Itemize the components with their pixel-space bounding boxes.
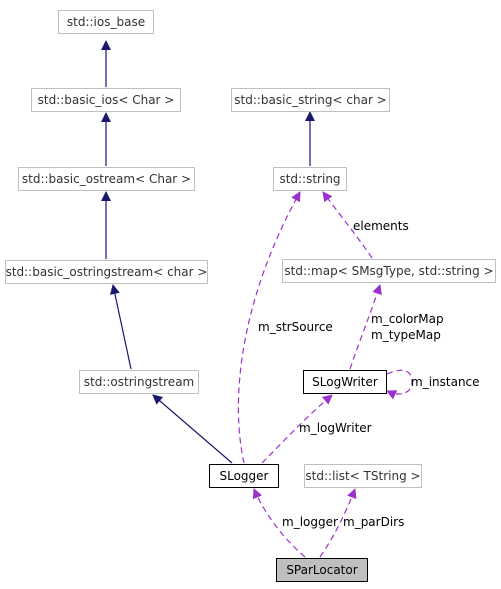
node-basic-string-label: std::basic_string< char > [234,93,387,107]
node-slogwriter[interactable]: SLogWriter [303,370,387,394]
edge-slogger-to-ostringstream [152,394,233,464]
edge-slogwriter-to-map [349,284,382,370]
node-ostringstream[interactable]: std::ostringstream [79,370,199,394]
node-slogger[interactable]: SLogger [209,464,279,488]
node-list[interactable]: std::list< TString > [304,464,422,488]
edge-label-m-strsource: m_strSource [258,320,333,334]
edge-slogwriter-self [386,369,413,400]
node-list-label: std::list< TString > [305,469,421,483]
node-sparlocator[interactable]: SParLocator [276,558,368,582]
node-map[interactable]: std::map< SMsgType, std::string > [282,259,496,283]
node-sparlocator-label: SParLocator [286,563,358,577]
edge-label-m-logwriter: m_logWriter [299,421,372,435]
node-basic-ostringstream-label: std::basic_ostringstream< char > [5,265,208,279]
node-slogger-label: SLogger [219,469,269,483]
node-ios-base[interactable]: std::ios_base [58,10,154,34]
node-basic-string[interactable]: std::basic_string< char > [231,88,390,112]
node-ostringstream-label: std::ostringstream [83,375,195,389]
edge-ostringstream-to-basic-ostringstream [109,284,132,370]
node-basic-ostream-label: std::basic_ostream< Char > [21,172,192,186]
node-basic-ostringstream[interactable]: std::basic_ostringstream< char > [5,260,208,284]
edge-label-m-typemap: m_typeMap [371,328,441,342]
edge-label-m-logger: m_logger [282,515,338,529]
node-string-label: std::string [279,172,341,186]
node-slogwriter-label: SLogWriter [312,375,378,389]
node-basic-ios-label: std::basic_ios< Char > [37,93,175,107]
edge-map-to-string [322,191,373,259]
node-ios-base-label: std::ios_base [66,15,146,29]
edge-sparlocator-to-list [319,488,357,558]
node-string[interactable]: std::string [273,167,347,191]
edge-label-m-pardirs: m_parDirs [343,515,405,529]
edge-label-elements: elements [353,219,409,233]
edge-sparlocator-to-slogger [252,488,306,558]
edge-label-m-colormap: m_colorMap [371,312,444,326]
edge-label-m-instance: m_instance [411,375,480,389]
node-basic-ostream[interactable]: std::basic_ostream< Char > [18,167,195,191]
node-basic-ios[interactable]: std::basic_ios< Char > [31,88,181,112]
node-map-label: std::map< SMsgType, std::string > [284,264,494,278]
